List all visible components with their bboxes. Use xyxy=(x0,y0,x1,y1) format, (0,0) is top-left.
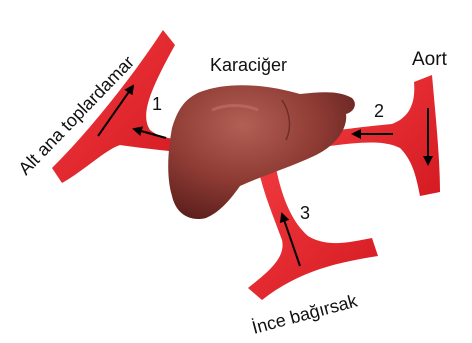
marker-2: 2 xyxy=(374,101,384,121)
small-intestine-vessel xyxy=(248,168,378,300)
liver-organ xyxy=(168,85,355,219)
marker-1: 1 xyxy=(152,94,162,114)
marker-3: 3 xyxy=(300,203,310,223)
aorta-vessel xyxy=(326,75,440,196)
liver-label: Karaciğer xyxy=(210,55,287,75)
small-intestine-label: İnce bağırsak xyxy=(250,290,361,338)
aorta-label: Aort xyxy=(412,49,448,70)
